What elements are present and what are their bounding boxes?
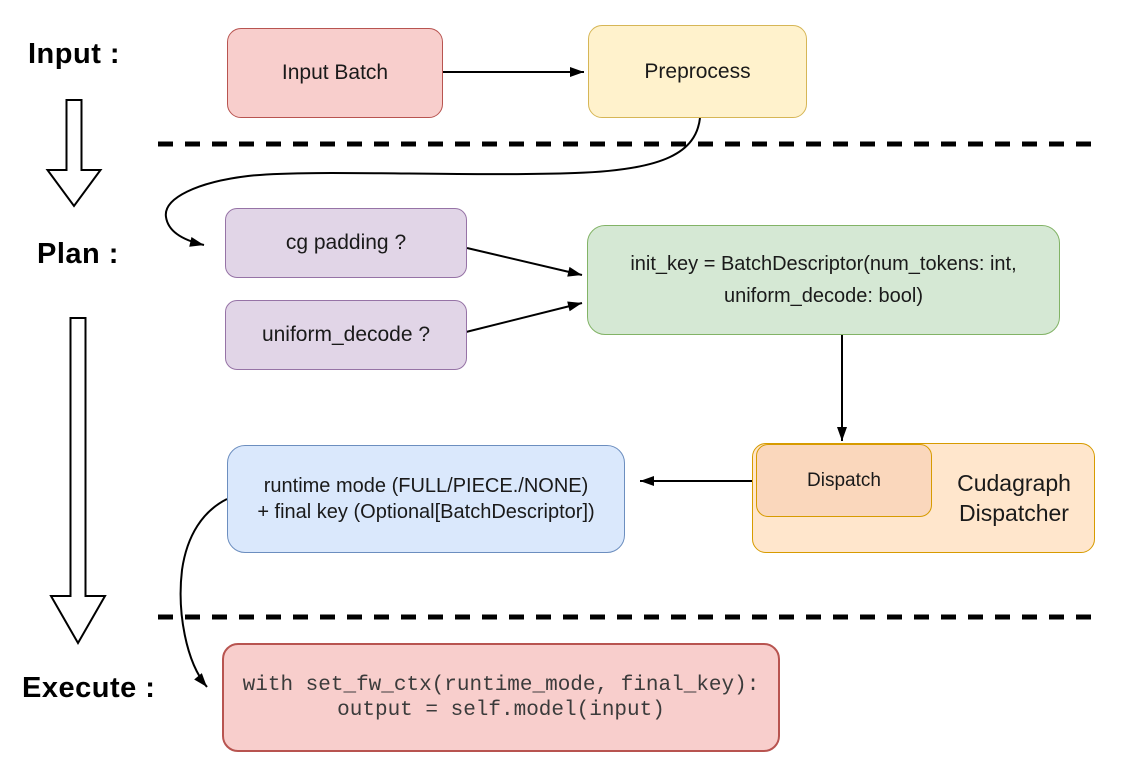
node-uniform-decode: uniform_decode ? [225,300,467,370]
node-cg-padding: cg padding ? [225,208,467,278]
node-preprocess: Preprocess [588,25,807,118]
node-execute-code: with set_fw_ctx(runtime_mode, final_key)… [222,643,780,752]
node-dispatch: Dispatch [756,444,932,517]
plan-stage-down-arrow-icon [49,317,107,646]
arrow-runtimemode-to-execute [179,498,228,688]
arrow-cgpadding-to-initkey [466,247,583,277]
arrow-uniformdecode-to-initkey [461,301,583,334]
stage-label-execute: Execute : [22,672,156,704]
stage-label-plan: Plan : [37,238,119,270]
stage-label-input: Input : [28,38,121,70]
node-init-key: init_key = BatchDescriptor(num_tokens: i… [587,225,1060,335]
cudagraph-dispatcher-label: Cudagraph Dispatcher [957,470,1071,526]
arrow-preprocess-to-cgpadding [164,117,701,247]
node-input-batch: Input Batch [227,28,443,118]
node-runtime-mode: runtime mode (FULL/PIECE./NONE) + final … [227,445,625,553]
input-stage-down-arrow-icon [45,99,103,208]
